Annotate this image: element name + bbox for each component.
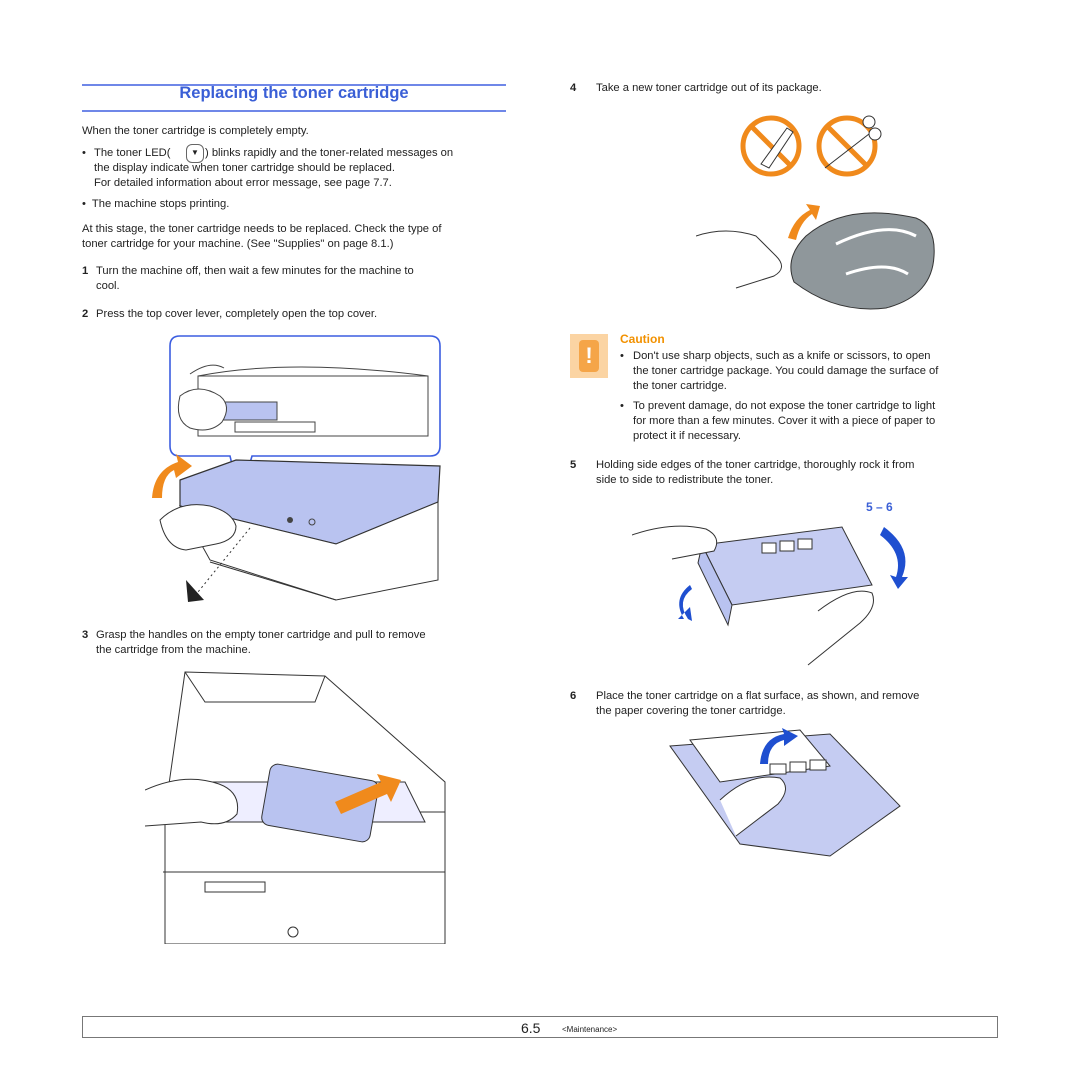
para1-line2: toner cartridge for your machine. (See "… bbox=[82, 238, 394, 250]
step2-number: 2 bbox=[82, 308, 89, 320]
caution1-line2: the toner cartridge package. You could d… bbox=[633, 365, 939, 377]
bullet-toner-led: • The toner LED( ▼ ) blinks rapidly and … bbox=[82, 144, 512, 191]
bullet1-line3: For detailed information about error mes… bbox=[94, 177, 392, 189]
caution2-line3: protect it if necessary. bbox=[633, 430, 741, 442]
step6-line2: the paper covering the toner cartridge. bbox=[596, 705, 786, 717]
caution1-line1: Don't use sharp objects, such as a knife… bbox=[633, 350, 931, 362]
bullet1-line2: the display indicate when toner cartridg… bbox=[94, 162, 396, 174]
step2-text: Press the top cover lever, completely op… bbox=[96, 308, 378, 320]
caution-item-2: •To prevent damage, do not expose the to… bbox=[620, 399, 1000, 444]
step-5: 5 Holding side edges of the toner cartri… bbox=[570, 458, 1000, 488]
step6-line1: Place the toner cartridge on a flat surf… bbox=[596, 690, 920, 702]
bullet1-line1: The toner LED( bbox=[94, 147, 171, 159]
step-4: 4 Take a new toner cartridge out of its … bbox=[570, 81, 990, 96]
caution1-line3: the toner cartridge. bbox=[633, 380, 727, 392]
page-number: 6.5 bbox=[521, 1020, 541, 1036]
no-knife-icon bbox=[740, 115, 802, 177]
open-top-cover-illustration bbox=[152, 335, 441, 602]
step1-line1: Turn the machine off, then wait a few mi… bbox=[96, 265, 414, 277]
caution2-line2: for more than a few minutes. Cover it wi… bbox=[633, 415, 936, 427]
footer-bar bbox=[82, 1016, 998, 1038]
intro-text: When the toner cartridge is completely e… bbox=[82, 125, 309, 137]
step5-line1: Holding side edges of the toner cartridg… bbox=[596, 459, 915, 471]
caution2-line1: To prevent damage, do not expose the ton… bbox=[633, 400, 936, 412]
bullet-stops-printing: •The machine stops printing. bbox=[82, 198, 230, 210]
caution-title: Caution bbox=[620, 332, 665, 346]
bullet1-line1b: ) blinks rapidly and the toner-related m… bbox=[205, 147, 454, 159]
step-1: 1 Turn the machine off, then wait a few … bbox=[82, 264, 502, 294]
title-rule-bottom bbox=[82, 110, 506, 112]
step5-line2: side to side to redistribute the toner. bbox=[596, 474, 774, 486]
step3-number: 3 bbox=[82, 629, 89, 641]
remove-paper-illustration bbox=[669, 728, 901, 857]
rock-cartridge-illustration bbox=[632, 525, 908, 666]
step3-line2: the cartridge from the machine. bbox=[96, 644, 251, 656]
step3-line1: Grasp the handles on the empty toner car… bbox=[96, 629, 426, 641]
step1-number: 1 bbox=[82, 265, 89, 277]
step4-text: Take a new toner cartridge out of its pa… bbox=[596, 82, 822, 94]
cartridge-package-illustration bbox=[696, 204, 935, 310]
footer-section: <Maintenance> bbox=[562, 1025, 618, 1034]
title-rule-top bbox=[82, 84, 506, 86]
para1-line1: At this stage, the toner cartridge needs… bbox=[82, 223, 442, 235]
no-scissors-icon bbox=[816, 115, 882, 177]
caution-icon: ! bbox=[570, 334, 608, 378]
step4-number: 4 bbox=[570, 82, 577, 94]
step-2: 2 Press the top cover lever, completely … bbox=[82, 307, 502, 322]
step-range-label: 5 – 6 bbox=[866, 500, 893, 514]
step-3: 3 Grasp the handles on the empty toner c… bbox=[82, 628, 502, 658]
caution-item-1: •Don't use sharp objects, such as a knif… bbox=[620, 349, 1000, 394]
step5-number: 5 bbox=[570, 459, 577, 471]
no-sharp-tools-illustration bbox=[740, 115, 882, 177]
bullet2-text: The machine stops printing. bbox=[91, 198, 230, 210]
para-replace: At this stage, the toner cartridge needs… bbox=[82, 222, 441, 252]
remove-cartridge-illustration bbox=[145, 671, 446, 944]
step-6: 6 Place the toner cartridge on a flat su… bbox=[570, 689, 1000, 719]
toner-led-icon: ▼ bbox=[186, 144, 204, 163]
step1-line2: cool. bbox=[96, 280, 120, 292]
section-title: Replacing the toner cartridge bbox=[179, 84, 409, 102]
step6-number: 6 bbox=[570, 690, 577, 702]
